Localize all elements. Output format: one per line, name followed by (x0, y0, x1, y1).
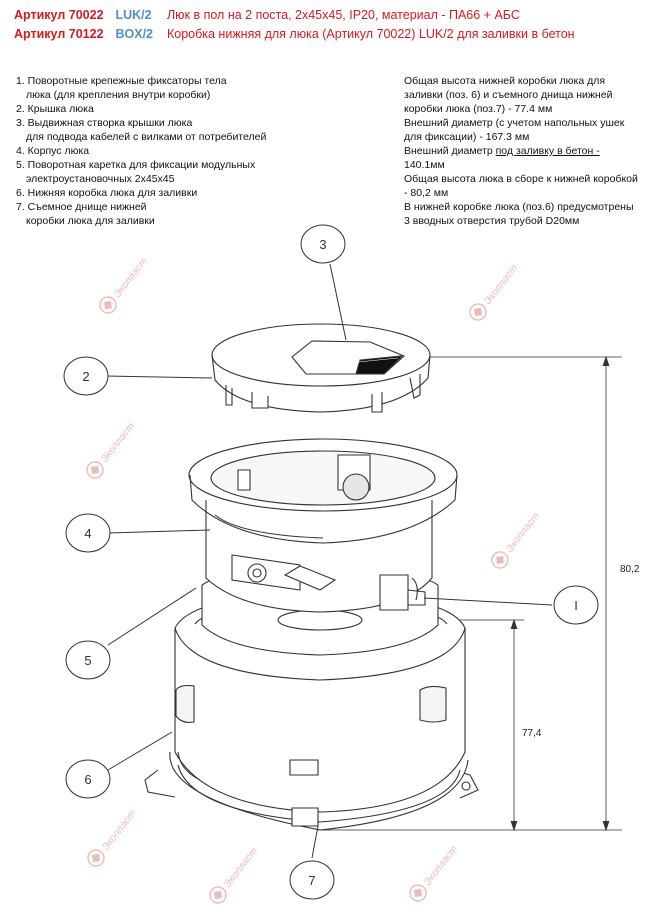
watermark: Экопласт (84, 809, 138, 870)
article-number: Артикул 70022 (14, 8, 104, 22)
callouts (105, 263, 553, 859)
watermark-text: Экопласт (422, 844, 460, 888)
note-outer-diameter: Внешний диаметр (с учетом напольных ушек… (404, 117, 625, 143)
legend-item: коробки люка для заливки (26, 215, 155, 227)
callout-label: 3 (319, 237, 326, 252)
callout-label: 2 (82, 369, 89, 384)
legend-item: электроустановочных 2х45х45 (26, 173, 175, 185)
hatch-body (188, 438, 458, 656)
legend-item: для подвода кабелей с вилками от потреби… (26, 131, 267, 143)
watermark-text: Экопласт (112, 256, 150, 300)
legend-item: 4. Корпус люка (16, 145, 90, 157)
watermark-text: Экопласт (99, 421, 137, 465)
legend-item: 6. Нижняя коробка люка для заливки (16, 187, 198, 199)
legend-item: люка (для крепления внутри коробки) (26, 89, 211, 101)
dimension-total-height: 80,2 (620, 564, 640, 575)
legend-item: 1. Поворотные крепежные фиксаторы тела (16, 75, 227, 87)
callout-3: 3 (300, 224, 346, 264)
watermark: Экопласт (96, 256, 150, 317)
callout-label: I (574, 598, 578, 613)
article-description: Коробка нижняя для люка (Артикул 70022) … (166, 27, 575, 41)
spec-notes: Общая высота нижней коробки люка для зал… (404, 74, 642, 228)
watermark: Экопласт (488, 511, 542, 572)
legend-item: 3. Выдвижная створка крышки люка (16, 117, 193, 129)
header-row-1: Артикул 70022 LUK/2 Люк в пол на 2 поста… (14, 6, 644, 25)
callout-1: I (553, 585, 599, 625)
dimension-box-height: 77,4 (522, 728, 542, 739)
callout-label: 6 (84, 772, 91, 787)
note-total-box-height: Общая высота нижней коробки люка для зал… (404, 75, 613, 115)
article-description: Люк в пол на 2 поста, 2х45х45, IP20, мат… (166, 8, 520, 22)
note-text: 140.1мм (404, 159, 445, 171)
article-code: LUK/2 (115, 8, 152, 22)
note-inlet-holes: В нижней коробке люка (поз.6) предусмотр… (404, 201, 634, 227)
note-concrete-diameter: Внешний диаметр под заливку в бетон - 14… (404, 144, 642, 172)
callout-5: 5 (65, 640, 111, 680)
cover (211, 323, 431, 413)
legend-item: 2. Крышка люка (16, 103, 94, 115)
note-text: Внешний диаметр (404, 145, 496, 157)
callout-2: 2 (63, 356, 109, 396)
article-number: Артикул 70122 (14, 27, 104, 41)
watermark-text: Экопласт (100, 809, 138, 853)
article-code: BOX/2 (115, 27, 153, 41)
legend-item: 5. Поворотная каретка для фиксации модул… (16, 159, 256, 171)
header-row-2: Артикул 70122 BOX/2 Коробка нижняя для л… (14, 25, 644, 44)
callout-label: 5 (84, 653, 91, 668)
callout-6: 6 (65, 759, 111, 799)
note-assembly-height: Общая высота люка в сборе к нижней короб… (404, 173, 638, 199)
watermark-text: Экопласт (482, 263, 520, 307)
watermark: Экопласт (83, 421, 137, 482)
watermark: Экопласт (406, 844, 460, 905)
watermark: Экопласт (466, 263, 520, 324)
note-underlined: под заливку в бетон - (495, 145, 600, 157)
watermark: Экопласт (206, 846, 260, 907)
callout-4: 4 (65, 513, 111, 553)
dimensions (320, 355, 622, 832)
legend-item: 7. Съемное днище нижней (16, 201, 147, 213)
callout-7: 7 (289, 860, 335, 900)
callout-label: 4 (84, 526, 91, 541)
callout-bubbles: 2 4 5 6 3 7 I (63, 224, 599, 900)
callout-label: 7 (308, 873, 315, 888)
header: Артикул 70022 LUK/2 Люк в пол на 2 поста… (14, 6, 644, 44)
parts-legend: 1. Поворотные крепежные фиксаторы тела л… (16, 74, 306, 228)
watermark-text: Экопласт (504, 511, 542, 555)
watermark-text: Экопласт (222, 846, 260, 890)
